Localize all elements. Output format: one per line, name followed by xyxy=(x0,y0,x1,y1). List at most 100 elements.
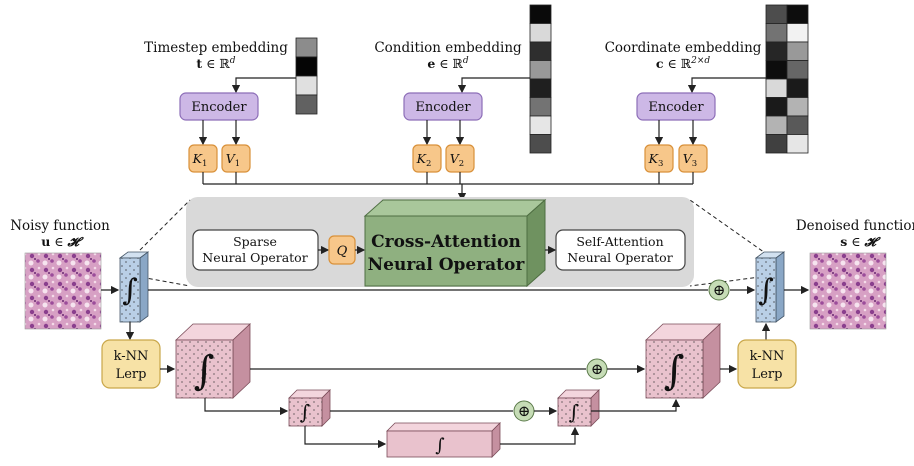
coordinate-cell-2-1 xyxy=(786,41,809,61)
sum-node-top: ⊕ xyxy=(708,279,730,301)
coordinate-embedding: Coordinate embedding c ∈ ℝ2×d xyxy=(605,4,809,154)
right-small-integral: ∫ xyxy=(569,400,579,424)
self-attention-neural-operator: Self-Attention Neural Operator xyxy=(555,229,686,271)
knn-lerp-left: k-NN Lerp xyxy=(101,339,161,389)
sum-middle-symbol: ⊕ xyxy=(591,360,604,378)
key-2: K2 xyxy=(416,151,432,169)
coordinate-cell-5-0 xyxy=(765,97,788,117)
query-box: Q xyxy=(328,235,356,265)
sum-node-middle: ⊕ xyxy=(586,358,608,380)
left-small-integral: ∫ xyxy=(300,400,310,424)
sum-node-lower: ⊕ xyxy=(513,400,535,422)
query-label: Q xyxy=(337,244,348,259)
lifting-integral-symbol: ∫ xyxy=(122,273,138,308)
timestep-embedding-formula: t ∈ ℝd xyxy=(196,56,235,71)
noisy-tissue-image xyxy=(24,252,102,330)
coordinate-cell-2-0 xyxy=(765,41,788,61)
timestep-embedding: Timestep embedding t ∈ ℝd xyxy=(144,37,318,115)
timestep-embedding-title: Timestep embedding xyxy=(144,40,288,56)
knn-lerp-right: k-NN Lerp xyxy=(737,339,797,389)
condition-embedding-title: Condition embedding xyxy=(374,40,522,56)
encoder-1-label: Encoder xyxy=(191,100,247,115)
condition-cell-2 xyxy=(529,41,552,61)
coordinate-cell-7-0 xyxy=(765,134,788,154)
condition-cell-0 xyxy=(529,4,552,24)
encoder-1: Encoder xyxy=(179,92,259,121)
encoder-integral-block-large: ∫ xyxy=(174,323,252,399)
coordinate-cell-7-1 xyxy=(786,134,809,154)
value-2: V2 xyxy=(450,151,464,169)
coordinate-embedding-title: Coordinate embedding xyxy=(605,40,762,56)
coordinate-cell-3-1 xyxy=(786,60,809,80)
bottleneck-integral-block: ∫ xyxy=(386,422,501,458)
value-1: V1 xyxy=(226,151,240,169)
timestep-cell-1 xyxy=(295,56,318,77)
timestep-cell-3 xyxy=(295,94,318,115)
condition-embedding-vector xyxy=(529,4,552,154)
value-3: V3 xyxy=(683,151,697,169)
encoder-3-label: Encoder xyxy=(648,100,704,115)
sum-top-symbol: ⊕ xyxy=(713,281,726,299)
bottleneck-integral: ∫ xyxy=(435,435,445,456)
noisy-function-title: Noisy function xyxy=(10,218,110,234)
key-value-group-3: K3 V3 xyxy=(644,144,708,173)
projection-integral-symbol: ∫ xyxy=(758,273,774,308)
condition-cell-5 xyxy=(529,97,552,117)
coordinate-cell-4-1 xyxy=(786,78,809,98)
knn-left-line2: Lerp xyxy=(116,367,147,382)
condition-cell-3 xyxy=(529,60,552,80)
coordinate-cell-0-0 xyxy=(765,4,788,24)
encoder-2-label: Encoder xyxy=(415,100,471,115)
denoised-function-formula: s ∈ 𝓗 xyxy=(840,234,881,249)
key-1: K1 xyxy=(192,151,208,169)
timestep-cell-0 xyxy=(295,37,318,58)
decoder-integral-block-small: ∫ xyxy=(557,389,600,427)
denoised-function-title: Denoised function xyxy=(796,218,914,234)
coordinate-cell-3-0 xyxy=(765,60,788,80)
condition-embedding: Condition embedding e ∈ ℝd xyxy=(374,4,552,154)
encoder-2: Encoder xyxy=(403,92,483,121)
knn-right-line1: k-NN xyxy=(750,349,785,364)
sum-lower-symbol: ⊕ xyxy=(518,402,531,420)
coordinate-cell-4-0 xyxy=(765,78,788,98)
coordinate-cell-5-1 xyxy=(786,97,809,117)
condition-cell-1 xyxy=(529,23,552,43)
condition-cell-4 xyxy=(529,78,552,98)
coordinate-cell-1-1 xyxy=(786,23,809,43)
coordinate-cell-1-0 xyxy=(765,23,788,43)
coordinate-embedding-matrix xyxy=(765,4,809,154)
left-large-integral: ∫ xyxy=(194,348,215,394)
timestep-cell-2 xyxy=(295,75,318,96)
lifting-integral-block: ∫ xyxy=(118,251,150,323)
coordinate-embedding-formula: c ∈ ℝ2×d xyxy=(656,56,710,71)
timestep-embedding-vector xyxy=(295,37,318,115)
encoder-integral-block-small: ∫ xyxy=(288,389,331,427)
coordinate-cell-6-0 xyxy=(765,115,788,135)
cross-label-line1: Cross-Attention xyxy=(371,232,521,252)
condition-embedding-formula: e ∈ ℝd xyxy=(427,56,469,71)
self-label-line2: Neural Operator xyxy=(567,250,672,265)
key-value-group-2: K2 V2 xyxy=(412,144,475,173)
coordinate-cell-0-1 xyxy=(786,4,809,24)
sparse-neural-operator: Sparse Neural Operator xyxy=(192,229,319,271)
sparse-label-line1: Sparse xyxy=(233,234,277,249)
cross-label-line2: Neural Operator xyxy=(368,255,526,275)
condition-cell-6 xyxy=(529,115,552,135)
right-large-integral: ∫ xyxy=(664,348,685,394)
cross-attention-neural-operator: Cross-Attention Neural Operator xyxy=(363,198,547,288)
denoised-tissue-image xyxy=(809,252,887,330)
knn-right-line2: Lerp xyxy=(752,367,783,382)
denoised-function-output: Denoised function s ∈ 𝓗 xyxy=(796,218,914,330)
key-3: K3 xyxy=(648,151,664,169)
coordinate-cell-6-1 xyxy=(786,115,809,135)
noisy-function-formula: u ∈ 𝓗 xyxy=(41,234,84,249)
encoder-3: Encoder xyxy=(636,92,716,121)
projection-integral-block: ∫ xyxy=(754,251,786,323)
knn-left-line1: k-NN xyxy=(114,349,149,364)
decoder-integral-block-large: ∫ xyxy=(644,323,722,399)
key-value-group-1: K1 V1 xyxy=(188,144,251,173)
noisy-function-input: Noisy function u ∈ 𝓗 xyxy=(10,218,110,330)
condition-cell-7 xyxy=(529,134,552,154)
self-label-line1: Self-Attention xyxy=(576,234,663,249)
